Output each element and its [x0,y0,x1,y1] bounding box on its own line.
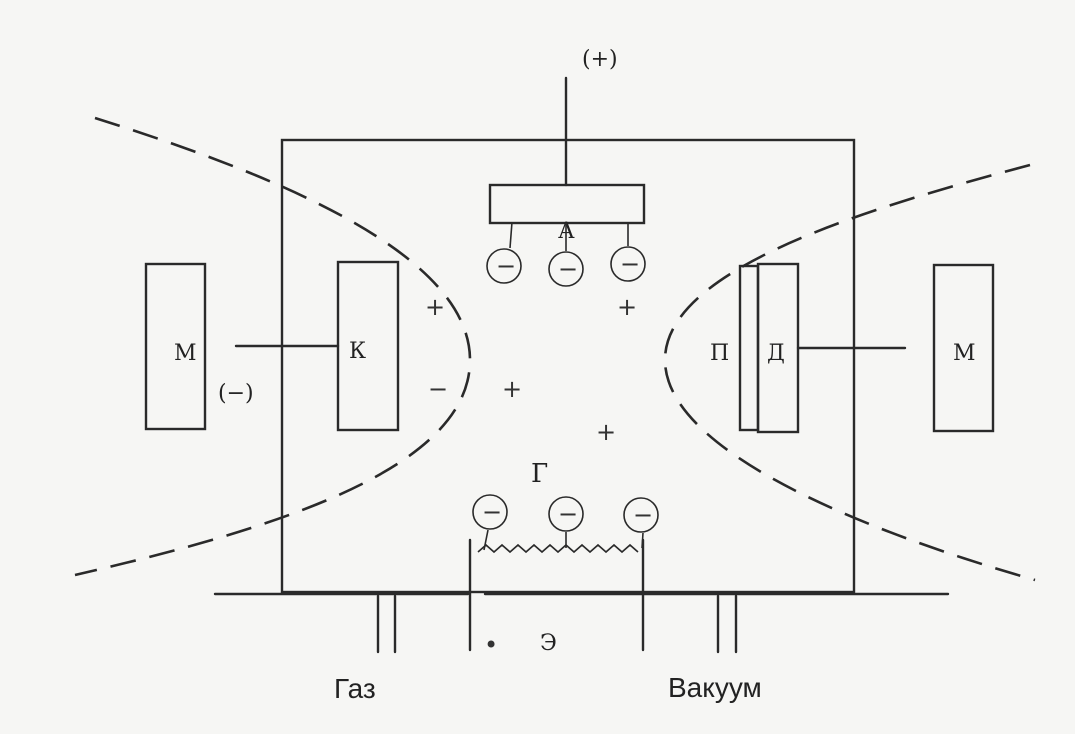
probe-label: П [710,341,729,366]
svg-text:−: − [633,501,653,529]
svg-text:−: − [482,498,502,526]
filament-coil [477,543,639,554]
magnet-left-label: М [174,341,197,366]
ion-sign: + [502,375,522,403]
magnet-right [932,263,995,433]
minus-sign: − [428,375,448,403]
electron-near-anode-1: − [486,221,522,284]
emitter-polarity: • [484,631,498,659]
vacuum-label: Вакуум [668,672,762,703]
svg-text:−: − [496,252,516,280]
cathode-label: К [349,339,366,364]
emitter-label: Э [540,631,557,656]
ion-sign: + [617,293,637,321]
electron-near-filament-3: − [623,497,659,549]
electron-near-anode-2: − [548,223,584,287]
svg-text:−: − [558,255,578,283]
ion-sign: + [596,418,616,446]
magnet-left [144,262,207,431]
cathode-polarity: (−) [218,381,254,406]
ion-sign: + [425,293,445,321]
cathode-plate [336,260,400,432]
right-field-boundary [663,163,1036,582]
probe-plate [738,264,760,432]
electron-near-filament-2: − [548,496,584,548]
anode-plate [488,183,646,225]
gas-label: Газ [334,673,376,704]
electron-near-filament-1: − [472,494,508,551]
svg-text:−: − [558,500,578,528]
electron-near-anode-3: − [610,223,646,282]
magnet-right-label: М [953,341,976,366]
detector-label: Д [767,341,785,366]
filament-label: Г [531,459,548,489]
anode-polarity: (+) [582,47,618,72]
svg-text:−: − [620,250,640,278]
left-field-boundary [74,116,472,577]
vacuum-chamber [280,138,856,594]
